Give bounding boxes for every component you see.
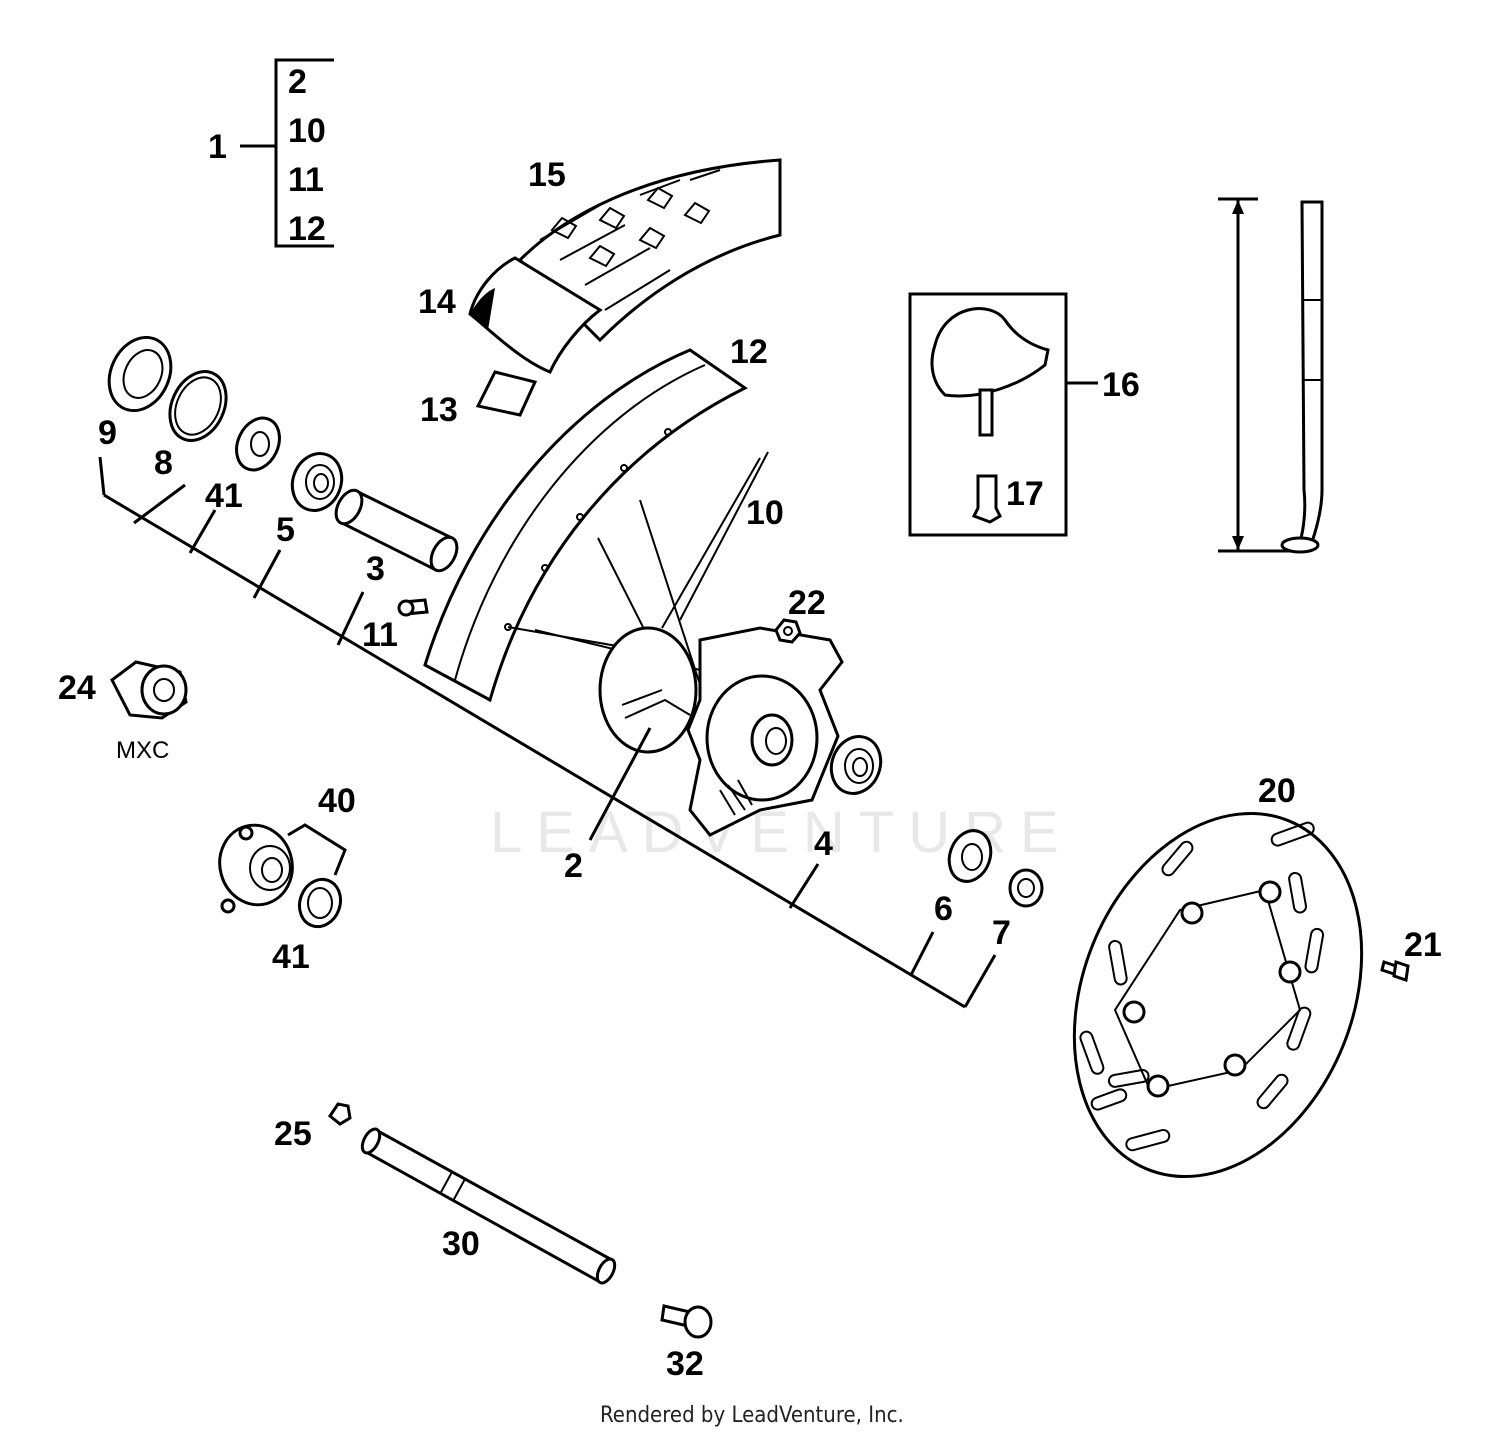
part-25-cap [327,1102,352,1126]
callout-6: 6 [934,890,953,928]
part-11-nipple [397,598,429,617]
part-5-bearing [290,452,344,512]
part-7-spacer [1008,868,1044,908]
part-3-spacer-tube [334,488,459,573]
callout-15: 15 [528,156,566,194]
callout-17: 17 [1006,475,1044,513]
callout-12: 12 [730,333,768,371]
part-9-seal [107,335,173,413]
callout-4: 4 [814,825,833,863]
callout-41-upper: 41 [205,477,243,515]
part-24-spacer [110,660,188,720]
part-21-bolt [1380,960,1410,982]
spoke [1280,200,1324,554]
callout-40: 40 [318,782,356,820]
part-2-hub [598,626,844,837]
part-40-speedo-drive [218,823,294,914]
leader-2 [588,727,652,841]
group-1-member-12: 12 [288,210,326,248]
part-group-1-bracket [240,58,334,248]
callout-41-lower: 41 [272,938,310,976]
part-41-lock-washer [235,416,281,472]
part-12-rim [423,348,748,703]
callout-16: 16 [1102,366,1140,404]
part-41-lock-washer-lower [297,877,343,929]
part-30-axle [360,1127,617,1285]
callout-14: 14 [418,283,456,321]
assembly-axis-line [98,456,997,1009]
part-15-tyre [517,158,782,343]
callout-20: 20 [1258,772,1296,810]
group-1-member-10: 10 [288,112,326,150]
callout-21: 21 [1404,926,1442,964]
callout-9: 9 [98,414,117,452]
callout-8: 8 [154,444,173,482]
footer-credit: Rendered by LeadVenture, Inc. [600,1403,904,1428]
valve-kit-box [908,292,1068,537]
callout-7: 7 [992,914,1011,952]
part-8-ring [168,370,228,442]
callout-11: 11 [362,616,398,654]
callout-32: 32 [666,1345,704,1383]
part-16-valve [930,307,1050,437]
group-1-member-2: 2 [288,63,307,101]
part-4-bearing [829,735,883,795]
callout-13: 13 [420,391,458,429]
callout-10: 10 [746,494,784,532]
part-22-nut [774,618,802,644]
group-1-label: 1 [208,128,227,166]
part-6-seal [947,829,993,883]
part-32-bolt [660,1304,713,1339]
part-14-tube [468,256,603,374]
part-20-brake-disc [1072,812,1364,1178]
callout-25: 25 [274,1115,312,1153]
callout-30: 30 [442,1225,480,1263]
spoke-length-dimension [1218,197,1290,553]
mxc-note: MXC [116,737,169,764]
callout-2: 2 [564,847,583,885]
callout-22: 22 [788,584,826,622]
callout-3: 3 [366,550,385,588]
bracket-40 [287,823,347,876]
callout-24: 24 [58,669,96,707]
callout-5: 5 [276,511,295,549]
part-13-rim-band [475,370,538,417]
part-17-valve-cap [971,474,1002,524]
group-1-member-11: 11 [288,161,324,199]
